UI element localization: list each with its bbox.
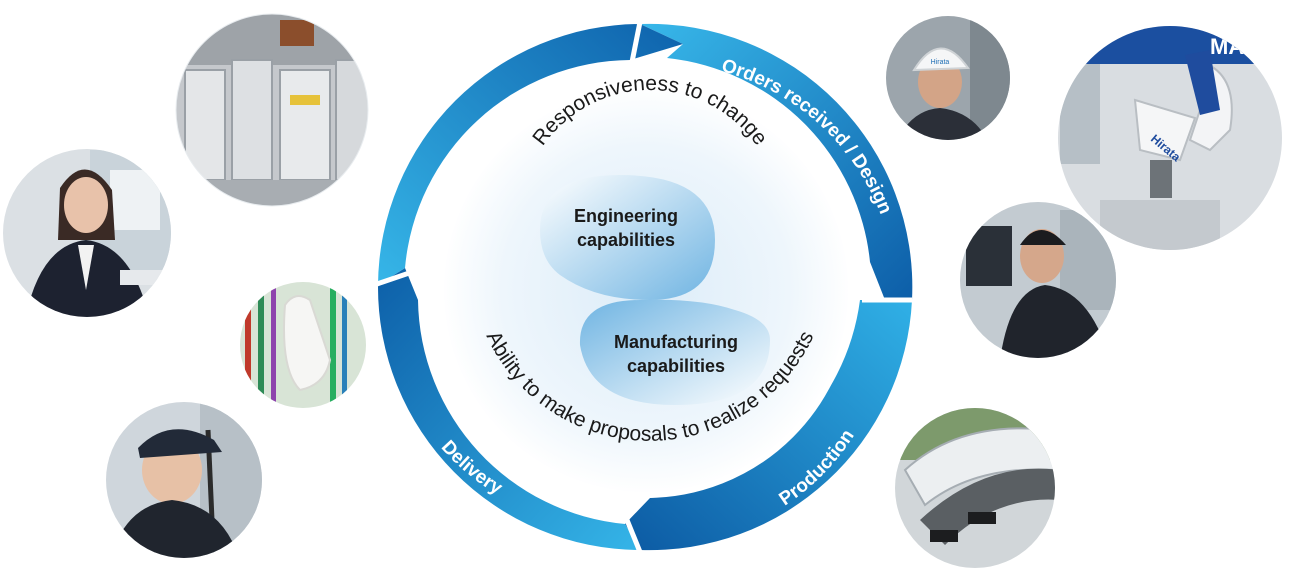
photo-office-worker: [3, 149, 171, 317]
photo-engineer-computer: [960, 202, 1116, 358]
arc-orders-design: [640, 23, 913, 300]
core-manufacturing-line1: Manufacturing: [614, 332, 738, 352]
photo-production-line: [176, 14, 368, 206]
photo-worker-cap: [106, 402, 262, 558]
photo-helmet-worker: Hirata: [886, 16, 1010, 140]
core-engineering-line1: Engineering: [574, 206, 678, 226]
core-manufacturing-line2: capabilities: [627, 356, 725, 376]
photo-gloved-hand: [240, 282, 366, 408]
core-engineering-line2: capabilities: [577, 230, 675, 250]
robot-banner-text: MAGA: [1210, 34, 1277, 59]
photo-robot-arm: MAGA Hirata: [1058, 26, 1282, 250]
arc-maintenance: [378, 24, 683, 285]
helmet-logo-text: Hirata: [931, 59, 950, 66]
arc-production: [625, 300, 912, 551]
photo-conveyor-system: [895, 408, 1055, 568]
arc-delivery: [377, 268, 640, 550]
cycle-ring: [376, 21, 913, 553]
core-engineering: [540, 175, 715, 300]
core-manufacturing: [579, 299, 770, 405]
